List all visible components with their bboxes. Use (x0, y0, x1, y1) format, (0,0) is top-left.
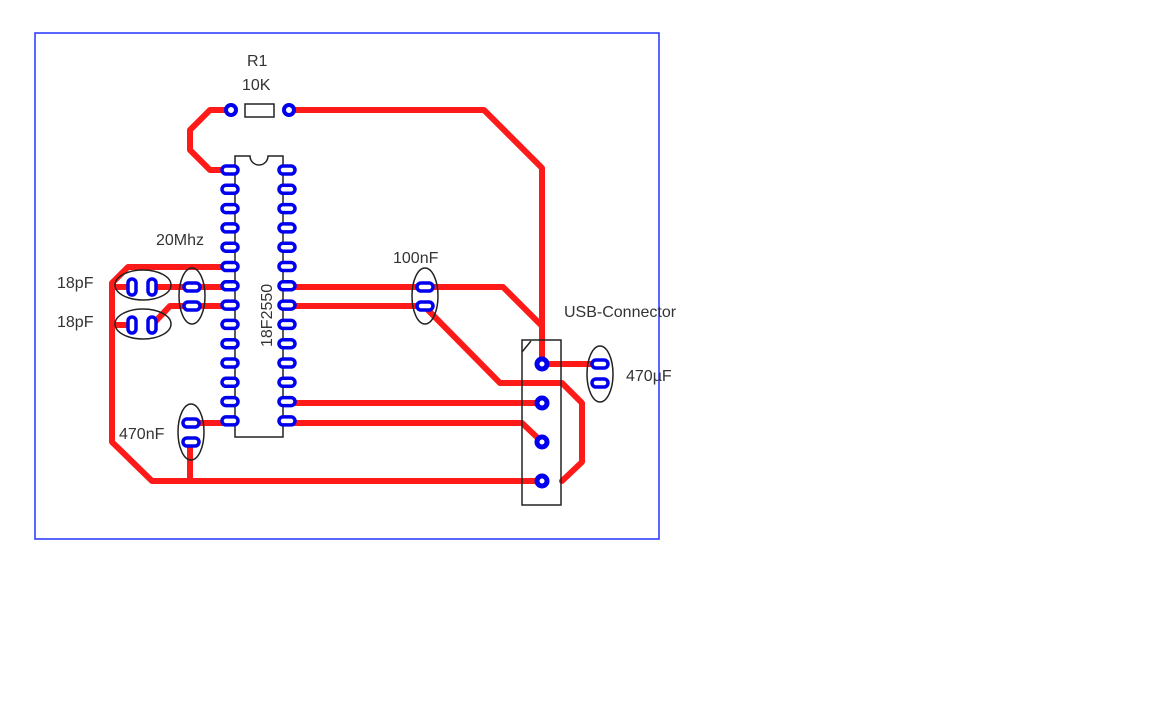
cap-470uf-outline (586, 345, 614, 403)
usb-connector-body (521, 339, 562, 506)
ic-pad-left-13 (220, 395, 240, 408)
label-18pf-top: 18pF (57, 275, 94, 292)
label-r1-value: 10K (242, 77, 271, 94)
ic-pad-left-5 (220, 241, 240, 253)
pad-18pf-top-1 (126, 277, 138, 297)
ic-pad-right-12 (277, 376, 297, 389)
pad-usb-4 (534, 473, 550, 489)
trace-right-upper (286, 284, 545, 329)
label-chip: 18F2550 (259, 284, 276, 347)
ic-pad-left-2 (220, 183, 240, 196)
ic-pad-left-1 (220, 164, 240, 176)
ic-pad-left-3 (220, 202, 240, 215)
label-usb-connector: USB-Connector (564, 304, 677, 321)
pad-18pf-bottom-1 (126, 315, 138, 335)
trace-left-gnd-loop (109, 264, 545, 484)
pad-usb-3 (534, 434, 550, 450)
pad-usb-1 (534, 356, 550, 372)
ic-pad-left-9 (220, 318, 240, 331)
usb-pads (534, 356, 550, 489)
label-100nf: 100nF (393, 250, 439, 267)
ic-pad-left-10 (220, 337, 240, 350)
label-crystal: 20Mhz (156, 232, 204, 249)
pad-r1-left (224, 103, 238, 117)
ic-pad-left-6 (220, 260, 240, 273)
trace-dminus (286, 420, 545, 445)
pad-470nf-1 (181, 417, 201, 429)
pad-r1-right (282, 103, 296, 117)
pad-crystal-2 (182, 300, 202, 312)
pad-100nf-1 (415, 281, 435, 293)
cap-100nf-outline (411, 267, 439, 325)
trace-r1-right-to-usb (286, 107, 545, 367)
ic-pad-right-1 (277, 164, 297, 176)
resistor-r1-body (244, 103, 275, 118)
pads (224, 103, 296, 117)
ic-pad-right-6 (277, 260, 297, 273)
ic-pad-right-7 (277, 280, 297, 292)
cap-470nf-outline (177, 403, 205, 461)
trace-osc2 (149, 303, 235, 328)
ic-pad-right-11 (277, 357, 297, 369)
ic-pad-right-13 (277, 395, 297, 408)
ic-pad-right-8 (277, 299, 297, 311)
ic-pad-right-5 (277, 241, 297, 253)
pad-100nf-2 (415, 300, 435, 312)
component-pads (126, 277, 610, 448)
ic-pad-right-14 (277, 415, 297, 427)
pad-usb-2 (534, 395, 550, 411)
trace-right-upper-2 (286, 303, 585, 484)
pad-470uf-2 (590, 377, 610, 389)
ic-pads (220, 164, 297, 427)
label-18pf-bottom: 18pF (57, 314, 94, 331)
ic-pad-right-2 (277, 183, 297, 196)
ic-pad-left-7 (220, 280, 240, 292)
label-r1: R1 (247, 53, 268, 70)
ic-pad-right-3 (277, 202, 297, 215)
trace-r1-left-to-pin1 (187, 107, 235, 173)
cap-18pf-top-outline (114, 269, 172, 301)
label-470nf: 470nF (119, 426, 165, 443)
pad-18pf-bottom-2 (146, 315, 158, 335)
ic-pad-left-14 (220, 415, 240, 427)
pad-crystal-1 (182, 281, 202, 293)
ic-pad-left-12 (220, 376, 240, 389)
ic-pad-right-4 (277, 222, 297, 234)
ic-pad-right-9 (277, 318, 297, 331)
pad-470nf-2 (181, 436, 201, 448)
ic-pad-right-10 (277, 337, 297, 350)
ic-pad-left-4 (220, 222, 240, 234)
board-outline (34, 32, 660, 540)
usb-connector-pin1-mark (521, 340, 532, 353)
pad-470uf-1 (590, 358, 610, 370)
ic-pad-left-8 (220, 299, 240, 311)
chip-18f2550-body (234, 155, 284, 438)
ic-pad-left-11 (220, 357, 240, 369)
pad-18pf-top-2 (146, 277, 158, 297)
cap-18pf-bottom-outline (114, 308, 172, 340)
label-470uf: 470µF (626, 368, 672, 385)
crystal-outline (178, 267, 206, 325)
